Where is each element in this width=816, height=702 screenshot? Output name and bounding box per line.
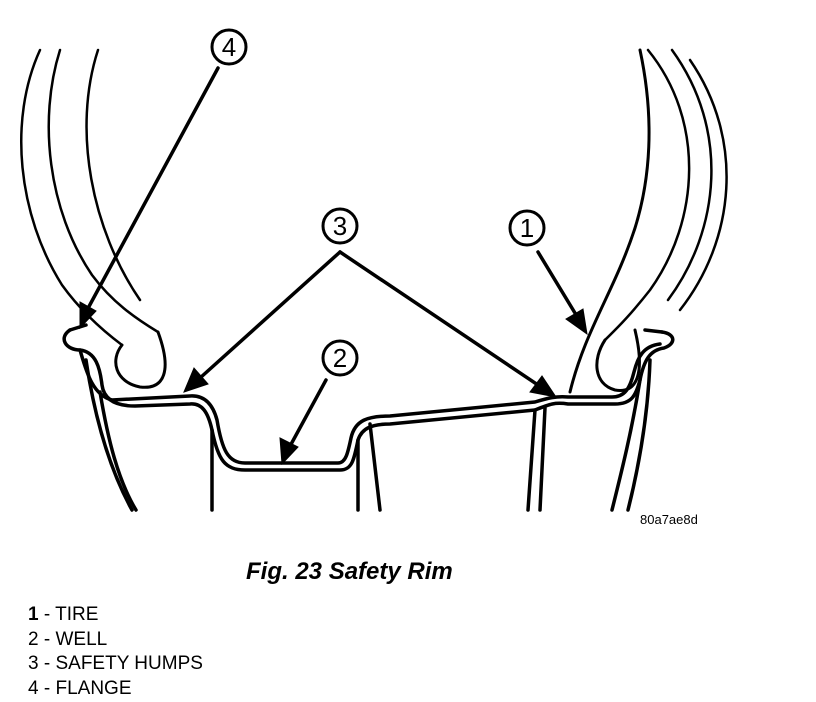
right-tire-sidewall [568,48,728,394]
callout-leader-4 [79,66,220,330]
legend-item-well: 2 - WELL [28,628,203,653]
callout-leader-3-right [338,250,558,398]
legend-number: 3 [28,653,39,674]
callout-number-1: 1 [520,213,534,243]
callout-number-2: 2 [333,343,347,373]
callout-1: 1 [508,209,546,247]
callout-3: 3 [321,207,359,245]
callout-leader-3-left [183,250,342,393]
legend-separator: - [38,677,56,699]
callout-leader-1 [536,250,588,336]
callout-2: 2 [321,339,359,377]
figure-code: 80a7ae8d [640,512,698,527]
safety-rim-diagram: 4 3 1 2 [20,28,728,512]
rim [62,323,675,512]
legend: 1 - TIRE 2 - WELL 3 - SAFETY HUMPS 4 - F… [28,603,203,701]
legend-label: WELL [55,628,108,650]
legend-number: 1 [28,604,39,625]
legend-label: FLANGE [55,677,132,699]
legend-label: SAFETY HUMPS [55,653,203,674]
legend-item-flange: 4 - FLANGE [28,677,203,702]
legend-number: 2 [28,628,39,650]
legend-label: TIRE [55,604,99,625]
legend-number: 4 [28,677,39,699]
legend-separator: - [38,628,56,650]
legend-separator: - [38,604,56,625]
figure-caption: Fig. 23 Safety Rim [246,558,453,585]
callout-leader-2 [279,378,328,466]
left-tire-sidewall [20,48,167,389]
callout-number-3: 3 [333,211,347,241]
legend-separator: - [38,653,56,674]
legend-item-safety-humps: 3 - SAFETY HUMPS [28,652,203,677]
callout-4: 4 [210,28,248,66]
legend-item-tire: 1 - TIRE [28,603,203,628]
callout-number-4: 4 [222,32,236,62]
